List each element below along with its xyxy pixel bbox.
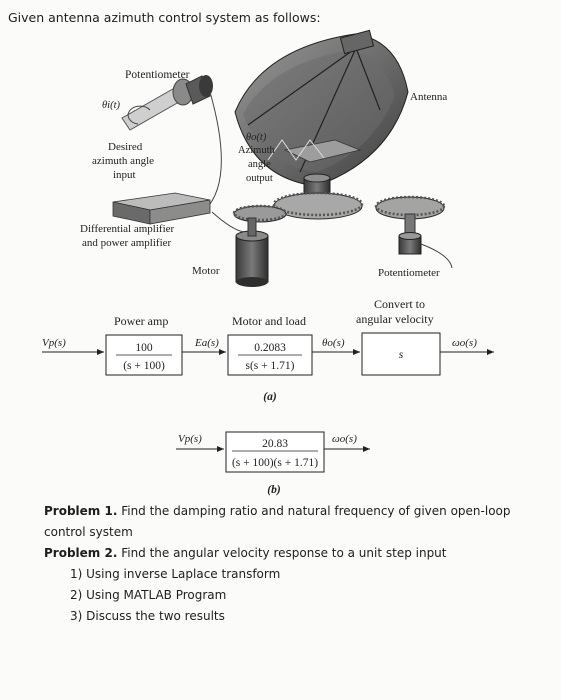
block-diagram-b: Vp(s) 20.83 (s + 100)(s + 1.71) ωo(s) (b…	[176, 431, 370, 496]
motor-load-title: Motor and load	[232, 314, 306, 328]
problem-1-text: Find the damping ratio and natural frequ…	[117, 504, 511, 518]
signal-omega-o-a: ωo(s)	[452, 337, 477, 349]
output-potentiometer	[398, 232, 453, 269]
label-diffamp-2: and power amplifier	[82, 237, 172, 249]
combined-num: 20.83	[262, 438, 288, 450]
problems-section: Problem 1. Find the damping ratio and na…	[44, 501, 544, 627]
signal-vp-a: Vp(s)	[42, 337, 66, 349]
problem-1-line: Problem 1. Find the damping ratio and na…	[44, 501, 544, 522]
convert-block-s: s	[399, 349, 404, 361]
label-motor: Motor	[192, 265, 220, 277]
power-amp-title: Power amp	[114, 314, 168, 328]
label-theta-i: θi(t)	[102, 100, 120, 111]
label-potentiometer-right: Potentiometer	[378, 267, 440, 279]
problem-1-label: Problem 1.	[44, 504, 118, 518]
problem-2-item: 3) Discuss the two results	[70, 609, 225, 623]
signal-omega-o-b: ωo(s)	[332, 433, 357, 445]
differential-amplifier-box	[112, 192, 245, 233]
motor-load-den: s(s + 1.71)	[246, 360, 295, 372]
problem-2-item: 2) Using MATLAB Program	[70, 588, 227, 602]
signal-ea: Ea(s)	[194, 337, 219, 349]
label-desired-2: azimuth angle	[92, 155, 154, 167]
problem-2-line: Problem 2. Find the angular velocity res…	[44, 543, 544, 564]
label-desired-1: Desired	[108, 141, 143, 153]
label-desired-3: input	[113, 169, 136, 181]
pedestal-and-gears	[232, 173, 446, 237]
problem-2-text: Find the angular velocity response to a …	[117, 546, 447, 560]
label-azimuth-2: angle	[248, 159, 271, 170]
convert-title-1: Convert to	[374, 297, 425, 311]
heading: Given antenna azimuth control system as …	[8, 10, 321, 25]
label-potentiometer-top: Potentiometer	[125, 69, 190, 81]
label-diffamp-1: Differential amplifier	[80, 223, 175, 235]
label-antenna: Antenna	[410, 91, 447, 103]
problem-2-item: 1) Using inverse Laplace transform	[70, 567, 281, 581]
convert-title-2: angular velocity	[356, 312, 434, 326]
problem-1-continuation: control system	[44, 525, 133, 539]
label-theta-o: θo(t)	[246, 132, 267, 143]
power-amp-den: (s + 100)	[123, 360, 165, 372]
motor-cylinder	[235, 217, 269, 287]
antenna-dish	[234, 29, 409, 187]
signal-theta-o: θo(s)	[322, 337, 345, 349]
input-potentiometer	[121, 75, 222, 211]
combined-block	[225, 431, 325, 473]
caption-a: (a)	[263, 391, 277, 403]
power-amp-num: 100	[135, 342, 153, 354]
combined-den: (s + 100)(s + 1.71)	[232, 457, 318, 469]
signal-vp-b: Vp(s)	[178, 433, 202, 445]
label-azimuth-3: output	[246, 173, 273, 184]
caption-b: (b)	[267, 484, 281, 496]
problem-2-label: Problem 2.	[44, 546, 118, 560]
label-azimuth-1: Azimuth	[238, 145, 275, 156]
motor-load-num: 0.2083	[254, 342, 286, 354]
block-diagram-a: Power amp Motor and load Convert to angu…	[42, 297, 494, 403]
convert-block	[361, 332, 441, 376]
